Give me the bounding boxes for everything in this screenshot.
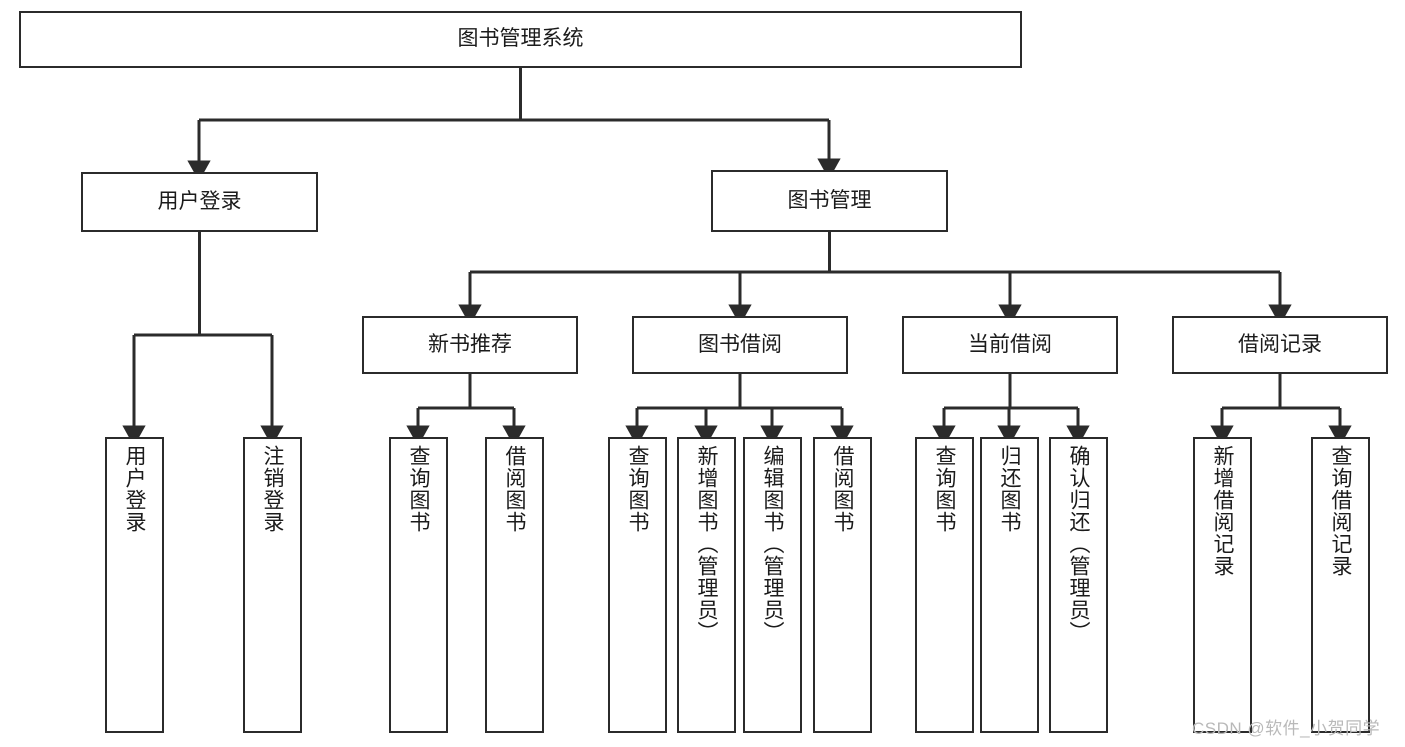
- node-leaf-add-borrow-record[interactable]: 新增借阅记录: [1193, 437, 1252, 733]
- node-label: 借阅图书: [503, 445, 526, 533]
- node-book-manage[interactable]: 图书管理: [711, 170, 948, 232]
- node-label: 新增图书（管理员）: [695, 445, 718, 643]
- node-label: 用户登录: [157, 189, 242, 213]
- node-leaf-query-book-current[interactable]: 查询图书: [915, 437, 974, 733]
- node-label: 查询图书: [933, 445, 956, 533]
- node-leaf-return-book[interactable]: 归还图书: [980, 437, 1039, 733]
- node-label: 编辑图书（管理员）: [761, 445, 784, 643]
- node-label: 图书管理系统: [457, 27, 584, 51]
- node-label: 注销登录: [261, 445, 284, 533]
- node-label: 借阅记录: [1238, 332, 1322, 356]
- node-book-borrow[interactable]: 图书借阅: [632, 316, 848, 374]
- node-label: 归还图书: [998, 445, 1021, 533]
- node-leaf-logout[interactable]: 注销登录: [243, 437, 302, 733]
- node-label: 借阅图书: [831, 445, 854, 533]
- node-label: 图书借阅: [698, 332, 782, 356]
- node-label: 查询借阅记录: [1329, 445, 1352, 577]
- node-leaf-query-book-recommend[interactable]: 查询图书: [389, 437, 448, 733]
- node-label: 当前借阅: [968, 332, 1052, 356]
- node-new-book-recommend[interactable]: 新书推荐: [362, 316, 578, 374]
- node-label: 新书推荐: [428, 332, 512, 356]
- node-borrow-record[interactable]: 借阅记录: [1172, 316, 1388, 374]
- node-leaf-query-book-borrow[interactable]: 查询图书: [608, 437, 667, 733]
- node-leaf-user-login[interactable]: 用户登录: [105, 437, 164, 733]
- node-leaf-query-borrow-record[interactable]: 查询借阅记录: [1311, 437, 1370, 733]
- node-label: 新增借阅记录: [1211, 445, 1234, 577]
- node-label: 查询图书: [626, 445, 649, 533]
- node-leaf-confirm-return[interactable]: 确认归还（管理员）: [1049, 437, 1108, 733]
- node-user-login[interactable]: 用户登录: [81, 172, 318, 232]
- node-label: 确认归还（管理员）: [1067, 445, 1090, 643]
- node-label: 查询图书: [407, 445, 430, 533]
- node-leaf-add-book[interactable]: 新增图书（管理员）: [677, 437, 736, 733]
- node-root[interactable]: 图书管理系统: [19, 11, 1022, 68]
- node-label: 用户登录: [123, 445, 146, 533]
- node-leaf-borrow-book-recommend[interactable]: 借阅图书: [485, 437, 544, 733]
- node-leaf-borrow-book[interactable]: 借阅图书: [813, 437, 872, 733]
- node-label: 图书管理: [787, 188, 872, 212]
- node-current-borrow[interactable]: 当前借阅: [902, 316, 1118, 374]
- watermark-text: CSDN @软件_小贺同学: [1192, 719, 1381, 738]
- node-leaf-edit-book[interactable]: 编辑图书（管理员）: [743, 437, 802, 733]
